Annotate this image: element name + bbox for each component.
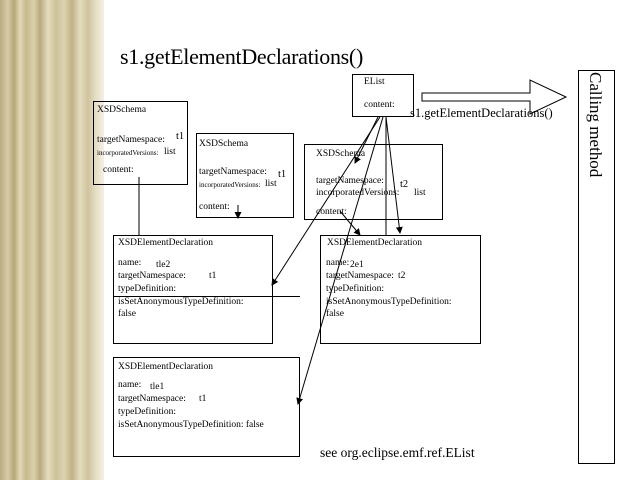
decl2-anon-value: false — [326, 309, 344, 319]
decl3-header: XSDElementDeclaration — [118, 362, 213, 372]
schema1-iv-label: incorporatedVersions: — [97, 149, 159, 157]
decl1-name-value: tle2 — [156, 260, 171, 270]
schema3-header: XSDSchema — [316, 149, 366, 159]
decl3-box — [113, 357, 300, 457]
schema2-box — [196, 133, 294, 218]
schema1-header: XSDSchema — [97, 105, 147, 115]
schema1-box — [93, 101, 188, 185]
elist-box — [352, 74, 414, 117]
decl1-box — [113, 235, 273, 344]
decorative-stripes — [0, 0, 104, 480]
schema3-iv-value: list — [414, 188, 426, 198]
decl2-typedef: typeDefinition: — [326, 284, 385, 294]
decl2-name-label: name: — [326, 258, 350, 268]
schema3-content: content: — [316, 207, 347, 217]
elist-header: EList — [364, 77, 385, 87]
decl3-ns-label: targetNamespace: — [118, 394, 186, 404]
decl1-name-label: name: — [118, 258, 142, 268]
decl1-ns-value: t1 — [209, 271, 217, 281]
schema2-ns-value: t1 — [278, 169, 287, 180]
schema3-ns-value: t2 — [400, 179, 409, 190]
call-arrow-shape — [421, 79, 568, 115]
schema2-iv-label: incorporatedVersions: — [199, 181, 261, 189]
slide-title: s1.getElementDeclarations() — [120, 44, 363, 69]
decl1-ns-label: targetNamespace: — [118, 271, 186, 281]
decl1-header: XSDElementDeclaration — [118, 238, 213, 248]
schema1-content: content: — [103, 165, 134, 175]
elist-link-schema3 — [354, 116, 379, 164]
decl1-divider — [113, 296, 300, 297]
schema3-link — [339, 210, 361, 236]
schema3-box — [304, 144, 443, 220]
decl1-anon-value: false — [118, 309, 136, 319]
schema3-iv-label: incorporatedVersions: — [316, 188, 400, 198]
decl2-ns-value: t2 — [398, 271, 406, 281]
decl3-name-value: tle1 — [150, 382, 165, 392]
schema2-ns-label: targetNamespace: — [199, 167, 267, 177]
decl3-anon: isSetAnonymousTypeDefinition: false — [118, 420, 264, 430]
schema2-header: XSDSchema — [199, 139, 249, 149]
schema1-iv-value: list — [164, 147, 176, 157]
decl3-name-label: name: — [118, 380, 142, 390]
decl2-box — [320, 235, 481, 344]
schema1-ns-value: t1 — [176, 131, 185, 142]
schema2-content: content: — [199, 202, 230, 212]
schema3-ns-label: targetNamespace: — [316, 176, 384, 186]
elist-link-decl3 — [296, 116, 384, 405]
schema1-ns-label: targetNamespace: — [97, 135, 165, 145]
decl1-anon-label: isSetAnonymousTypeDefinition: — [118, 297, 244, 307]
decl1-typedef: typeDefinition: — [118, 284, 177, 294]
calling-method-box — [578, 70, 615, 464]
elist-link-decl1 — [271, 116, 381, 286]
decl2-anon-label: isSetAnonymousTypeDefinition: — [326, 297, 452, 307]
elist-content: content: — [364, 100, 395, 110]
decl2-ns-label: targetNamespace: — [326, 271, 394, 281]
decl2-header: XSDElementDeclaration — [327, 238, 422, 248]
schema2-iv-value: list — [265, 179, 277, 189]
call-arrow-label: s1.getElementDeclarations() — [410, 106, 553, 120]
elist-link-decl2 — [385, 116, 403, 234]
decl3-ns-value: t1 — [199, 394, 207, 404]
footer-note: see org.eclipse.emf.ref.EList — [320, 445, 475, 460]
decl3-typedef: typeDefinition: — [118, 407, 177, 417]
decl2-name-value: 2e1 — [350, 260, 364, 270]
